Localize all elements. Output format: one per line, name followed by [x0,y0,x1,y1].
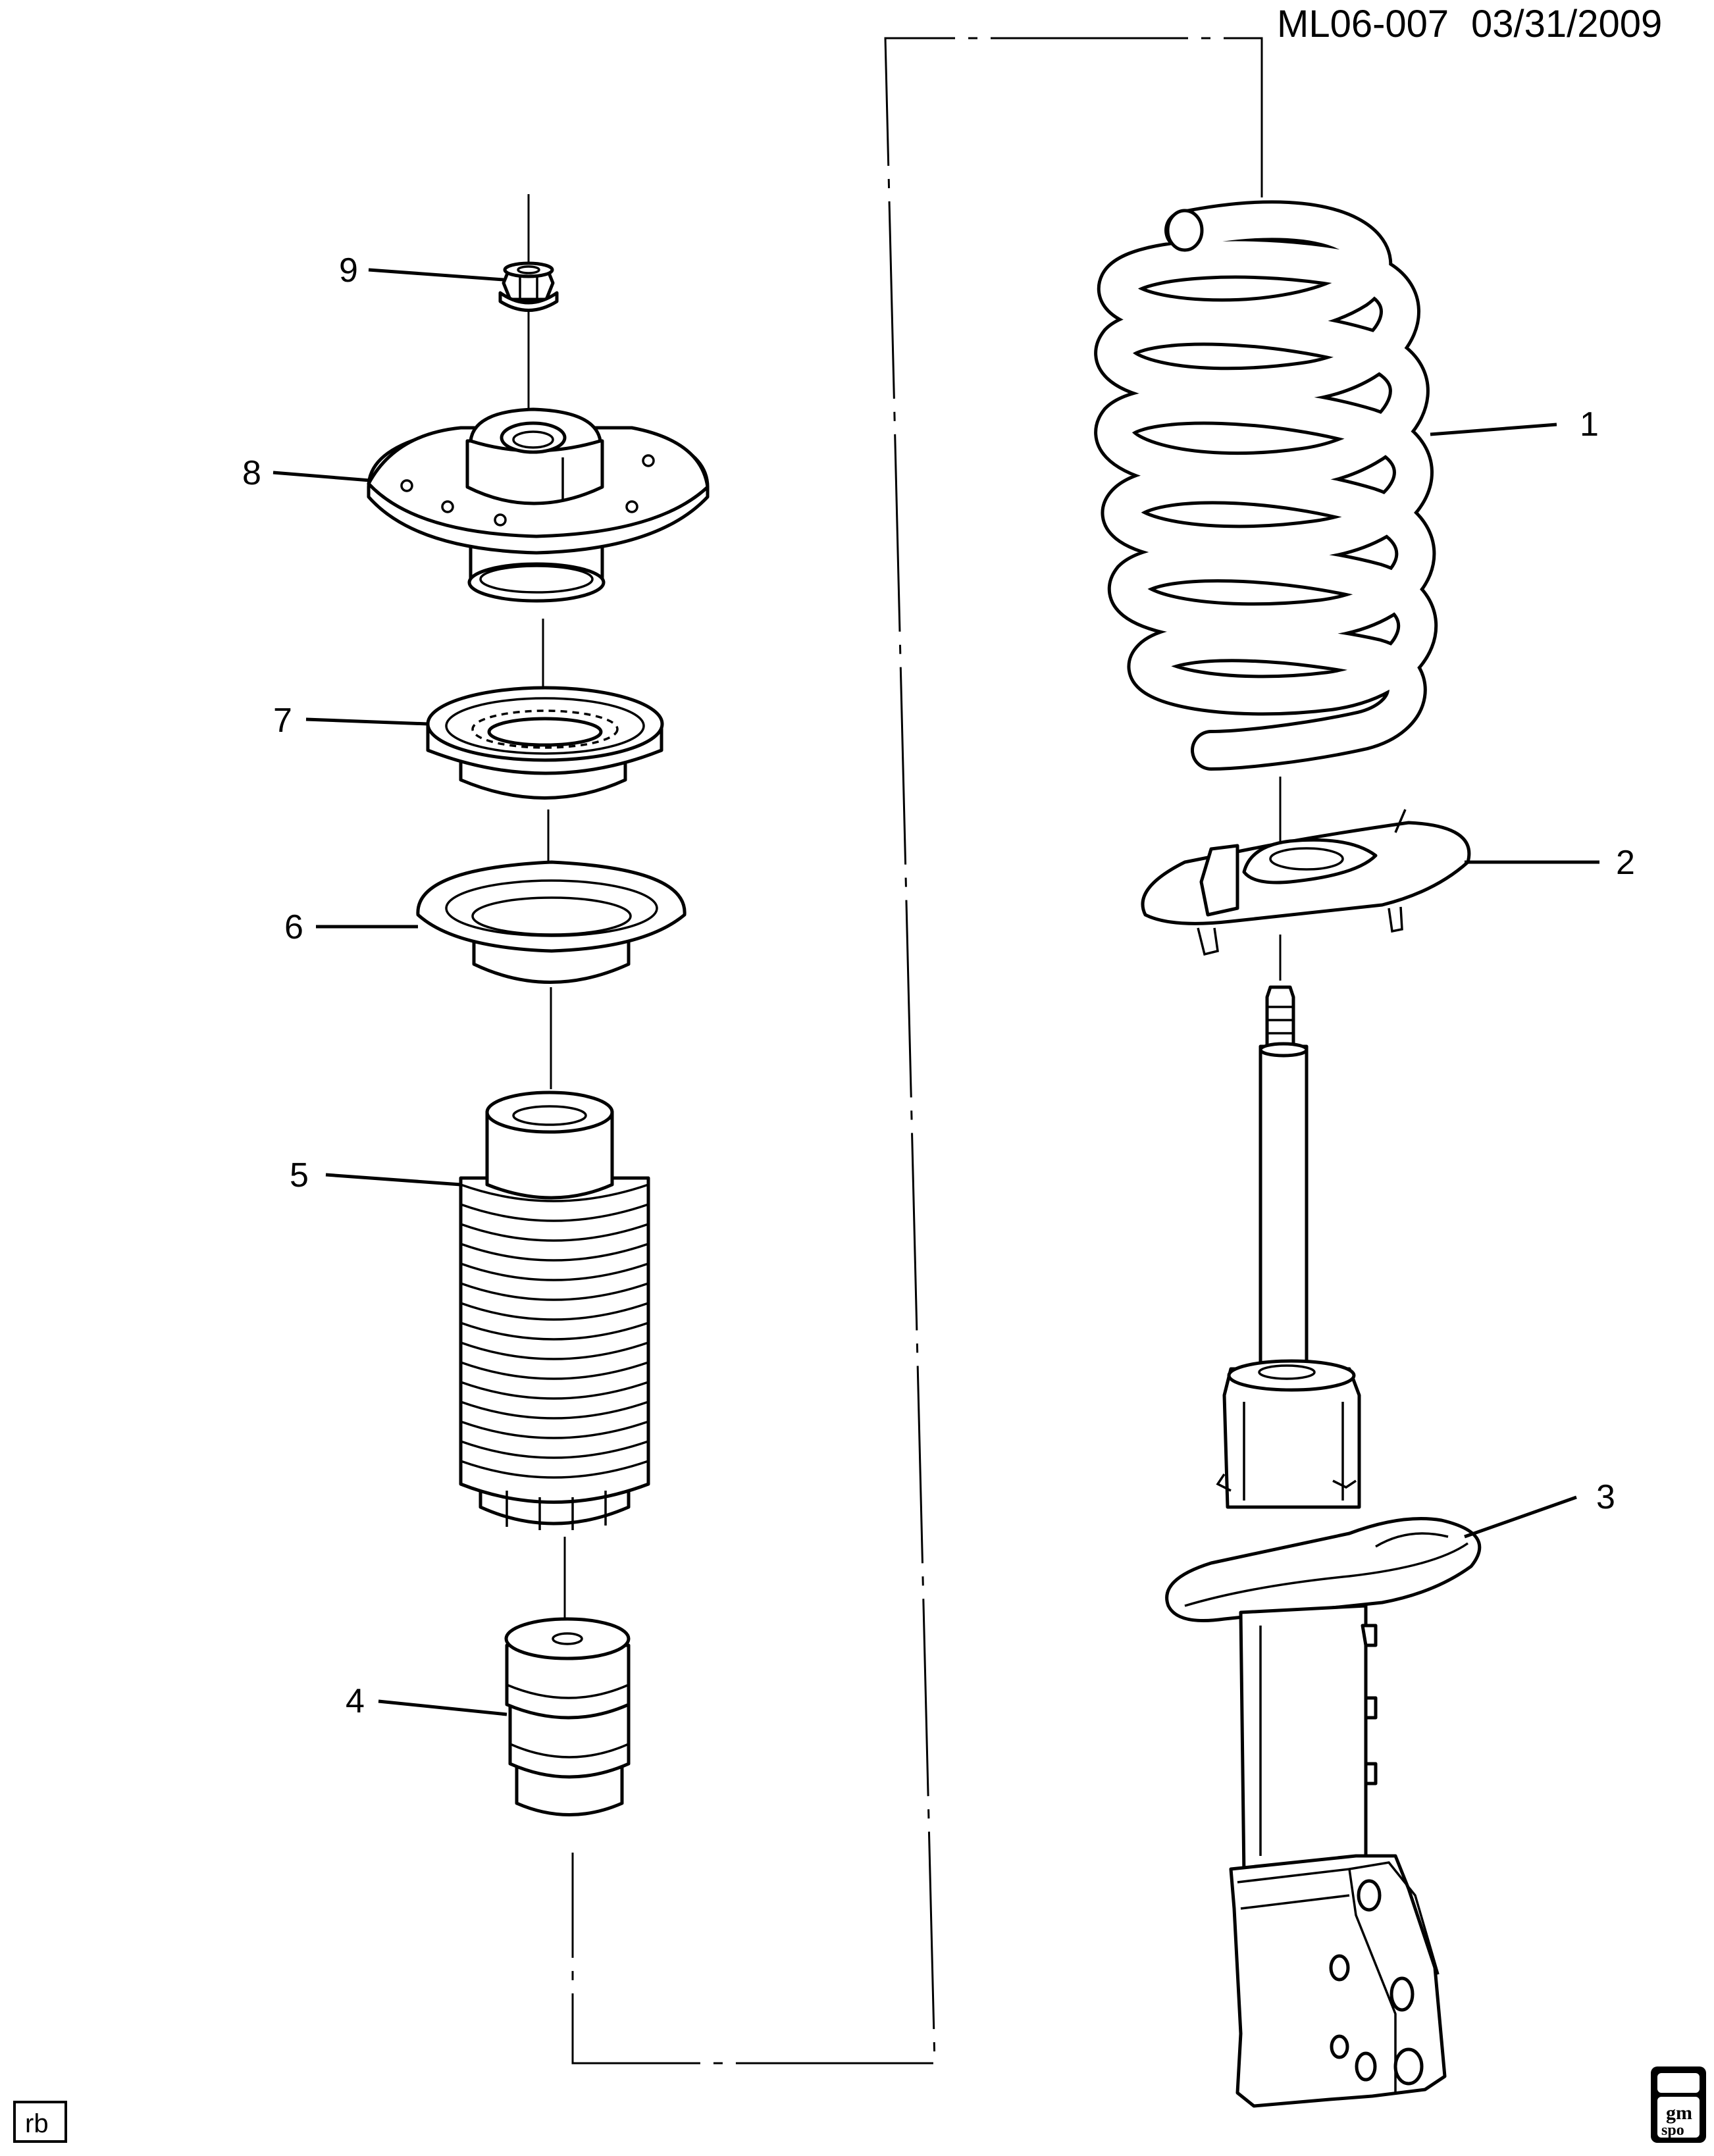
part-9-nut [498,261,559,312]
callout-9: 9 [339,251,358,290]
leader-4 [378,1699,507,1716]
leader-8 [273,471,371,482]
part-2-spring-insulator [1141,809,1471,981]
callout-5: 5 [290,1156,309,1194]
group-bracket [571,37,1263,2065]
logo-gm: gm [1666,2102,1692,2124]
part-6-spring-seat [416,860,687,984]
footer-tag: rb [13,2101,67,2143]
footer-tag-text: rb [25,2109,49,2138]
callout-3: 3 [1596,1478,1615,1516]
leader-9 [368,268,504,282]
part-4-bump-stop [504,1617,631,1816]
group-bracket-line [571,37,1263,2065]
header: ML06-007 03/31/2009 [1277,3,1662,45]
leader-5 [325,1173,461,1187]
part-5-dust-boot [459,1091,650,1530]
leader-1 [1430,423,1557,436]
gm-spo-logo: gm spo [1651,2066,1706,2143]
callout-1: 1 [1580,405,1599,444]
callout-2: 2 [1616,844,1635,882]
callouts: 1 2 3 4 5 6 7 8 9 [242,251,1635,1720]
diagram-id: ML06-007 [1277,3,1449,45]
callout-8: 8 [242,454,261,492]
callout-6: 6 [284,908,303,946]
leader-3 [1464,1495,1577,1539]
part-8-strut-mount [367,407,710,603]
part-7-bearing [426,686,664,800]
part-3-strut-assembly [1165,985,1482,2108]
leader-7 [305,717,428,726]
callout-4: 4 [346,1682,365,1720]
logo-spo: spo [1661,2122,1684,2139]
diagram-date: 03/31/2009 [1471,3,1662,45]
callout-7: 7 [273,702,292,740]
part-1-coil-spring [1094,200,1438,862]
